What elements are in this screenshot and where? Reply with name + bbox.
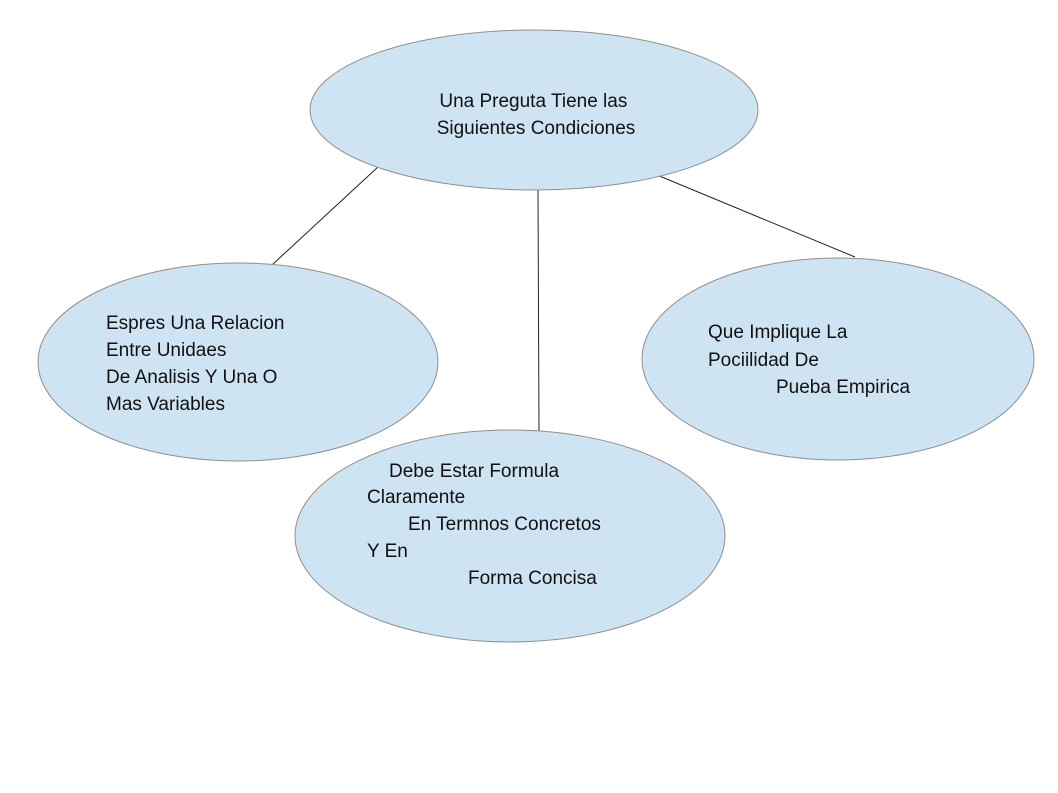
- left-ellipse: [37, 262, 439, 462]
- left-label-line-4: Mas Variables: [106, 394, 225, 415]
- center-node: Debe Estar Formula Claramente En Termnos…: [294, 429, 726, 643]
- left-label-line-3: De Analisis Y Una O: [106, 367, 277, 388]
- left-label-line-1: Espres Una Relacion: [106, 313, 284, 334]
- right-label-line-3: Pueba Empirica: [776, 377, 911, 398]
- root-label-line-2: Siguientes Condiciones: [437, 118, 636, 139]
- center-label: Debe Estar Formula Claramente En Termnos…: [367, 461, 606, 589]
- right-label: Que Implique La Pociilidad De Pueba Empi…: [708, 322, 911, 398]
- center-label-line-2: Claramente: [367, 487, 465, 508]
- center-ellipse: [294, 429, 726, 643]
- right-label-line-2: Pociilidad De: [708, 350, 819, 371]
- left-label: Espres Una Relacion Entre Unidaes De Ana…: [106, 313, 290, 415]
- center-label-line-1: Debe Estar Formula: [389, 461, 559, 482]
- left-node: Espres Una Relacion Entre Unidaes De Ana…: [37, 262, 439, 462]
- right-node: Que Implique La Pociilidad De Pueba Empi…: [641, 257, 1035, 461]
- center-label-line-5: Forma Concisa: [468, 568, 597, 589]
- connector-root-right: [656, 174, 856, 258]
- center-label-line-4: Y En: [367, 541, 408, 562]
- center-label-line-3: En Termnos Concretos: [408, 514, 601, 535]
- connector-root-left: [271, 165, 380, 266]
- right-ellipse: [641, 257, 1035, 461]
- root-node: Una Preguta Tiene las Siguientes Condici…: [309, 29, 759, 191]
- root-ellipse: [309, 29, 759, 191]
- left-label-line-2: Entre Unidaes: [106, 340, 226, 361]
- root-label-line-1: Una Preguta Tiene las: [439, 91, 627, 112]
- connector-root-center: [537, 189, 540, 433]
- right-label-line-1: Que Implique La: [708, 322, 848, 343]
- root-label: Una Preguta Tiene las Siguientes Condici…: [437, 91, 636, 139]
